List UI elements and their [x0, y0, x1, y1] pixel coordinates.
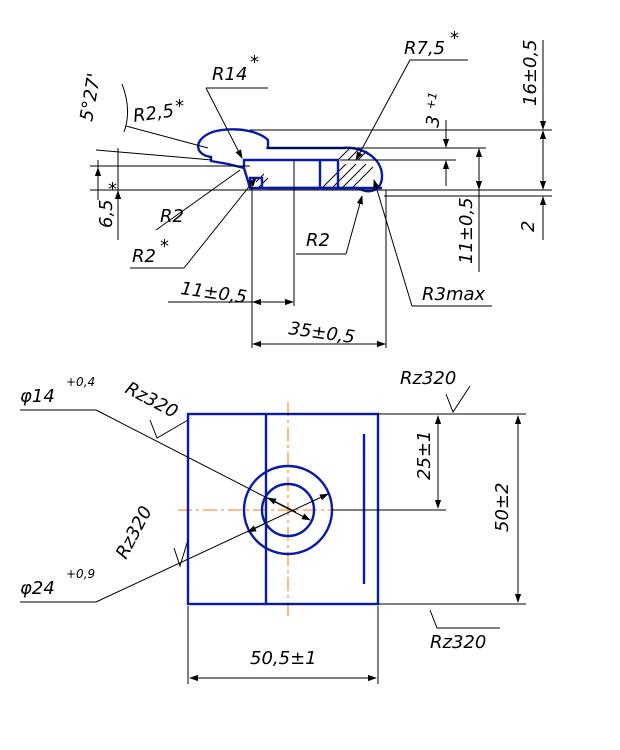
- label-r7-5-star: *: [450, 28, 459, 49]
- label-r2-5-star: *: [175, 96, 184, 117]
- label-angle: 5°27': [76, 72, 105, 123]
- label-r2-star-mark: *: [160, 236, 169, 257]
- label-rz-top-left: Rz320: [122, 378, 182, 423]
- label-6-5: 6,5: [96, 199, 117, 228]
- label-r2-star: R2: [132, 246, 156, 267]
- label-16: 16±0,5: [520, 39, 541, 106]
- label-phi24: φ24: [20, 578, 55, 599]
- label-11-right: 11±0,5: [456, 197, 477, 264]
- roughness-mark-top-right: [445, 385, 471, 414]
- label-r2-5: R2,5: [132, 100, 176, 127]
- label-25: 25±1: [414, 431, 435, 480]
- label-2: 2: [518, 221, 539, 232]
- label-3-tol: +1: [423, 91, 440, 111]
- label-r2-left: R2: [160, 206, 184, 227]
- label-r7-5: R7,5: [404, 38, 445, 59]
- label-r14: R14: [212, 64, 247, 85]
- label-r3max: R3max: [422, 284, 486, 305]
- label-rz-bottom-right: Rz320: [430, 632, 486, 653]
- roughness-mark-left: [173, 539, 189, 568]
- label-phi14: φ14: [20, 386, 55, 407]
- label-rz-left: Rz320: [112, 503, 157, 563]
- label-50: 50±2: [492, 483, 513, 532]
- section-hatching: [255, 148, 374, 189]
- label-6-5-star: *: [108, 179, 117, 200]
- label-50-5: 50,5±1: [250, 648, 317, 669]
- top-view: φ14 +0,4 φ24 +0,9 Rz320 Rz320 Rz320 Rz32…: [20, 368, 526, 684]
- side-profile-inner-step: [242, 158, 340, 188]
- label-3: 3: [422, 114, 445, 129]
- roughness-mark-bottom-right: [429, 609, 500, 629]
- label-rz-top-right: Rz320: [400, 368, 456, 389]
- label-phi24-tol: +0,9: [66, 567, 95, 581]
- top-view-outline: [186, 412, 380, 606]
- label-11-bottom: 11±0,5: [179, 278, 248, 308]
- label-phi14-tol: +0,4: [66, 375, 95, 389]
- inner-bore-circle: [260, 482, 316, 538]
- label-r14-star: *: [250, 52, 259, 73]
- side-view: R14 * R7,5 * R2,5 * 5°27' 6,5 * R2 R2 * …: [76, 28, 552, 348]
- label-r2-mid: R2: [306, 230, 330, 251]
- roughness-mark-top-left: [149, 419, 189, 439]
